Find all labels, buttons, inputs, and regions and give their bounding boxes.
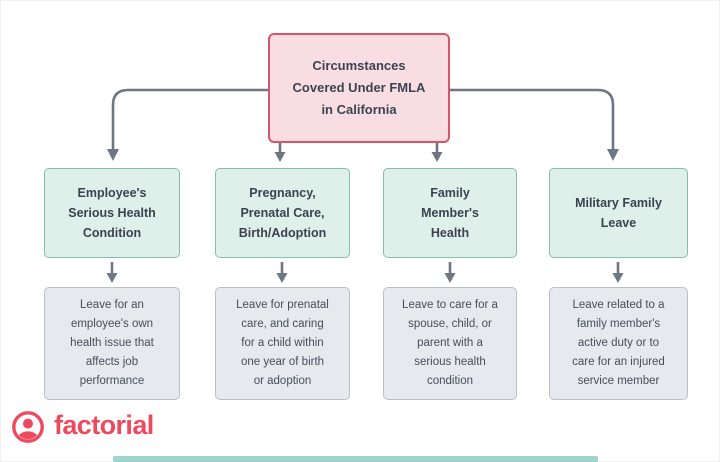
branch-node-military-family-leave: Military Family Leave <box>549 168 688 258</box>
detail-node-employee-health: Leave for an employee's own health issue… <box>44 287 180 400</box>
detail-node-military-family-leave: Leave related to a family member's activ… <box>549 287 688 400</box>
root-node-fmla-circumstances: Circumstances Covered Under FMLA in Cali… <box>268 33 450 143</box>
factorial-logo-text: factorial <box>54 410 154 440</box>
branch-node-family-member-health: Family Member's Health <box>383 168 517 258</box>
branch-node-label: Pregnancy, Prenatal Care, Birth/Adoption <box>238 185 327 241</box>
detail-node-label: Leave for prenatal care, and caring for … <box>236 298 329 388</box>
detail-node-label: Leave related to a family member's activ… <box>572 298 665 388</box>
branch-node-label: Employee's Serious Health Condition <box>68 185 156 241</box>
factorial-person-icon <box>12 411 44 443</box>
root-node-label: Circumstances Covered Under FMLA in Cali… <box>292 58 426 117</box>
detail-node-label: Leave for an employee's own health issue… <box>70 298 154 388</box>
progress-bar[interactable] <box>113 456 598 462</box>
detail-node-family-member-health: Leave to care for a spouse, child, or pa… <box>383 287 517 400</box>
detail-node-pregnancy: Leave for prenatal care, and caring for … <box>215 287 350 400</box>
branch-node-pregnancy: Pregnancy, Prenatal Care, Birth/Adoption <box>215 168 350 258</box>
branch-node-employee-health: Employee's Serious Health Condition <box>44 168 180 258</box>
factorial-logo: factorial <box>10 408 154 446</box>
branch-node-label: Family Member's Health <box>421 185 479 241</box>
detail-node-label: Leave to care for a spouse, child, or pa… <box>402 298 498 388</box>
branch-node-label: Military Family Leave <box>575 195 662 230</box>
